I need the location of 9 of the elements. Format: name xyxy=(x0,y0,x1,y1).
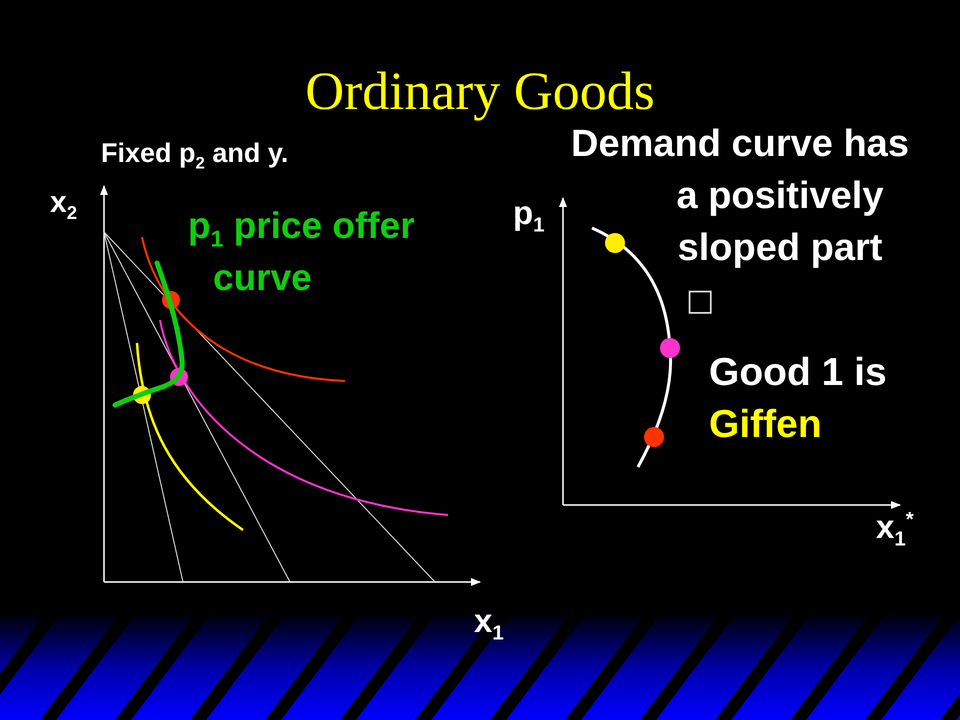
axis-label: x$_{2}$ xyxy=(50,186,78,220)
annotation-text: Demand curve has a positively sloped part xyxy=(570,122,910,271)
axis-label: p$_{1}$ xyxy=(513,194,545,232)
axis-label: x$_{1}$ xyxy=(474,602,504,640)
condition-note: Fixed p$_{2}$ and y. xyxy=(101,138,288,170)
annotation-text: Giffen xyxy=(709,403,822,448)
annotation-text: Good 1 is xyxy=(709,351,887,396)
slide-title: Ordinary Goods xyxy=(304,62,656,122)
square-symbol: □ xyxy=(686,284,714,318)
